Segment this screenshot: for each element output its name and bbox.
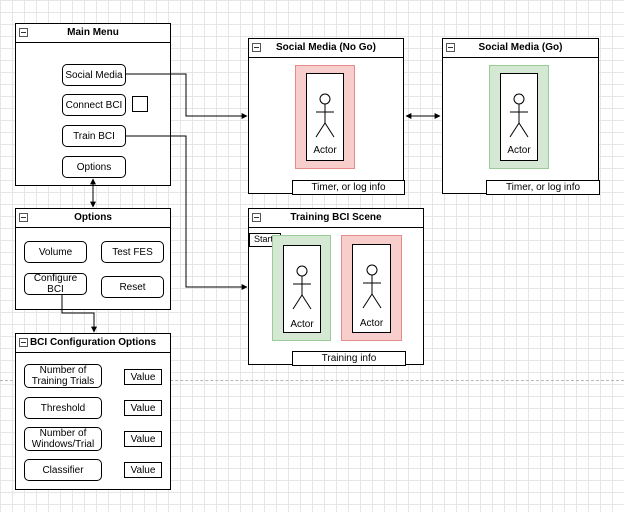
training-red-panel: Actor: [341, 235, 402, 341]
configure-bci-button[interactable]: Configure BCI: [24, 273, 87, 295]
actor-label: Actor: [507, 145, 531, 156]
training-info-bar: Training info: [292, 351, 406, 366]
actor-icon: [315, 93, 335, 138]
options-button[interactable]: Options: [62, 156, 126, 178]
actor-icon: [509, 93, 529, 138]
reset-button[interactable]: Reset: [101, 276, 164, 298]
actor-box: Actor: [352, 244, 391, 333]
connect-bci-button[interactable]: Connect BCI: [62, 94, 126, 116]
actor-box: Actor: [500, 73, 538, 161]
options-container: Options Volume Test FES Configure BCI Re…: [15, 208, 171, 310]
training-trials-button[interactable]: Number of Training Trials: [24, 364, 102, 388]
training-trials-value[interactable]: Value: [124, 369, 162, 385]
actor-box: Actor: [306, 73, 344, 161]
actor-icon: [362, 264, 382, 309]
windows-per-trial-value[interactable]: Value: [124, 431, 162, 447]
collapse-icon[interactable]: [19, 338, 28, 347]
social-nogo-container: Social Media (No Go) Actor Timer, or log…: [248, 38, 405, 195]
training-green-panel: Actor: [272, 235, 331, 341]
training-scene-container: Training BCI Scene Start Actor Actor: [248, 208, 424, 366]
bci-config-title: BCI Configuration Options: [16, 334, 170, 353]
collapse-icon[interactable]: [19, 28, 28, 37]
collapse-icon[interactable]: [446, 43, 455, 52]
nogo-red-panel: Actor: [295, 65, 355, 169]
options-title: Options: [16, 209, 170, 228]
main-menu-title: Main Menu: [16, 24, 170, 43]
social-go-container: Social Media (Go) Actor Timer, or log in…: [442, 38, 600, 195]
training-title: Training BCI Scene: [249, 209, 423, 228]
social-media-button[interactable]: Social Media: [62, 64, 126, 86]
collapse-icon[interactable]: [252, 213, 261, 222]
train-bci-button[interactable]: Train BCI: [62, 125, 126, 147]
threshold-value[interactable]: Value: [124, 400, 162, 416]
actor-box: Actor: [283, 245, 321, 333]
volume-button[interactable]: Volume: [24, 241, 87, 263]
go-info-bar: Timer, or log info: [486, 180, 600, 195]
social-go-title: Social Media (Go): [443, 39, 598, 58]
actor-label: Actor: [290, 319, 314, 330]
main-menu-container: Main Menu Social Media Connect BCI Train…: [15, 23, 171, 186]
actor-label: Actor: [313, 145, 337, 156]
actor-label: Actor: [359, 318, 384, 329]
collapse-icon[interactable]: [252, 43, 261, 52]
page-break-line: [0, 380, 624, 381]
actor-icon: [292, 265, 312, 310]
nogo-info-bar: Timer, or log info: [292, 180, 405, 195]
classifier-button[interactable]: Classifier: [24, 459, 102, 481]
classifier-value[interactable]: Value: [124, 462, 162, 478]
go-green-panel: Actor: [489, 65, 549, 169]
collapse-icon[interactable]: [19, 213, 28, 222]
connect-bci-status-square[interactable]: [132, 96, 148, 112]
threshold-button[interactable]: Threshold: [24, 397, 102, 419]
test-fes-button[interactable]: Test FES: [101, 241, 164, 263]
social-nogo-title: Social Media (No Go): [249, 39, 403, 58]
windows-per-trial-button[interactable]: Number of Windows/Trial: [24, 427, 102, 451]
bci-config-container: BCI Configuration Options Number of Trai…: [15, 333, 171, 490]
